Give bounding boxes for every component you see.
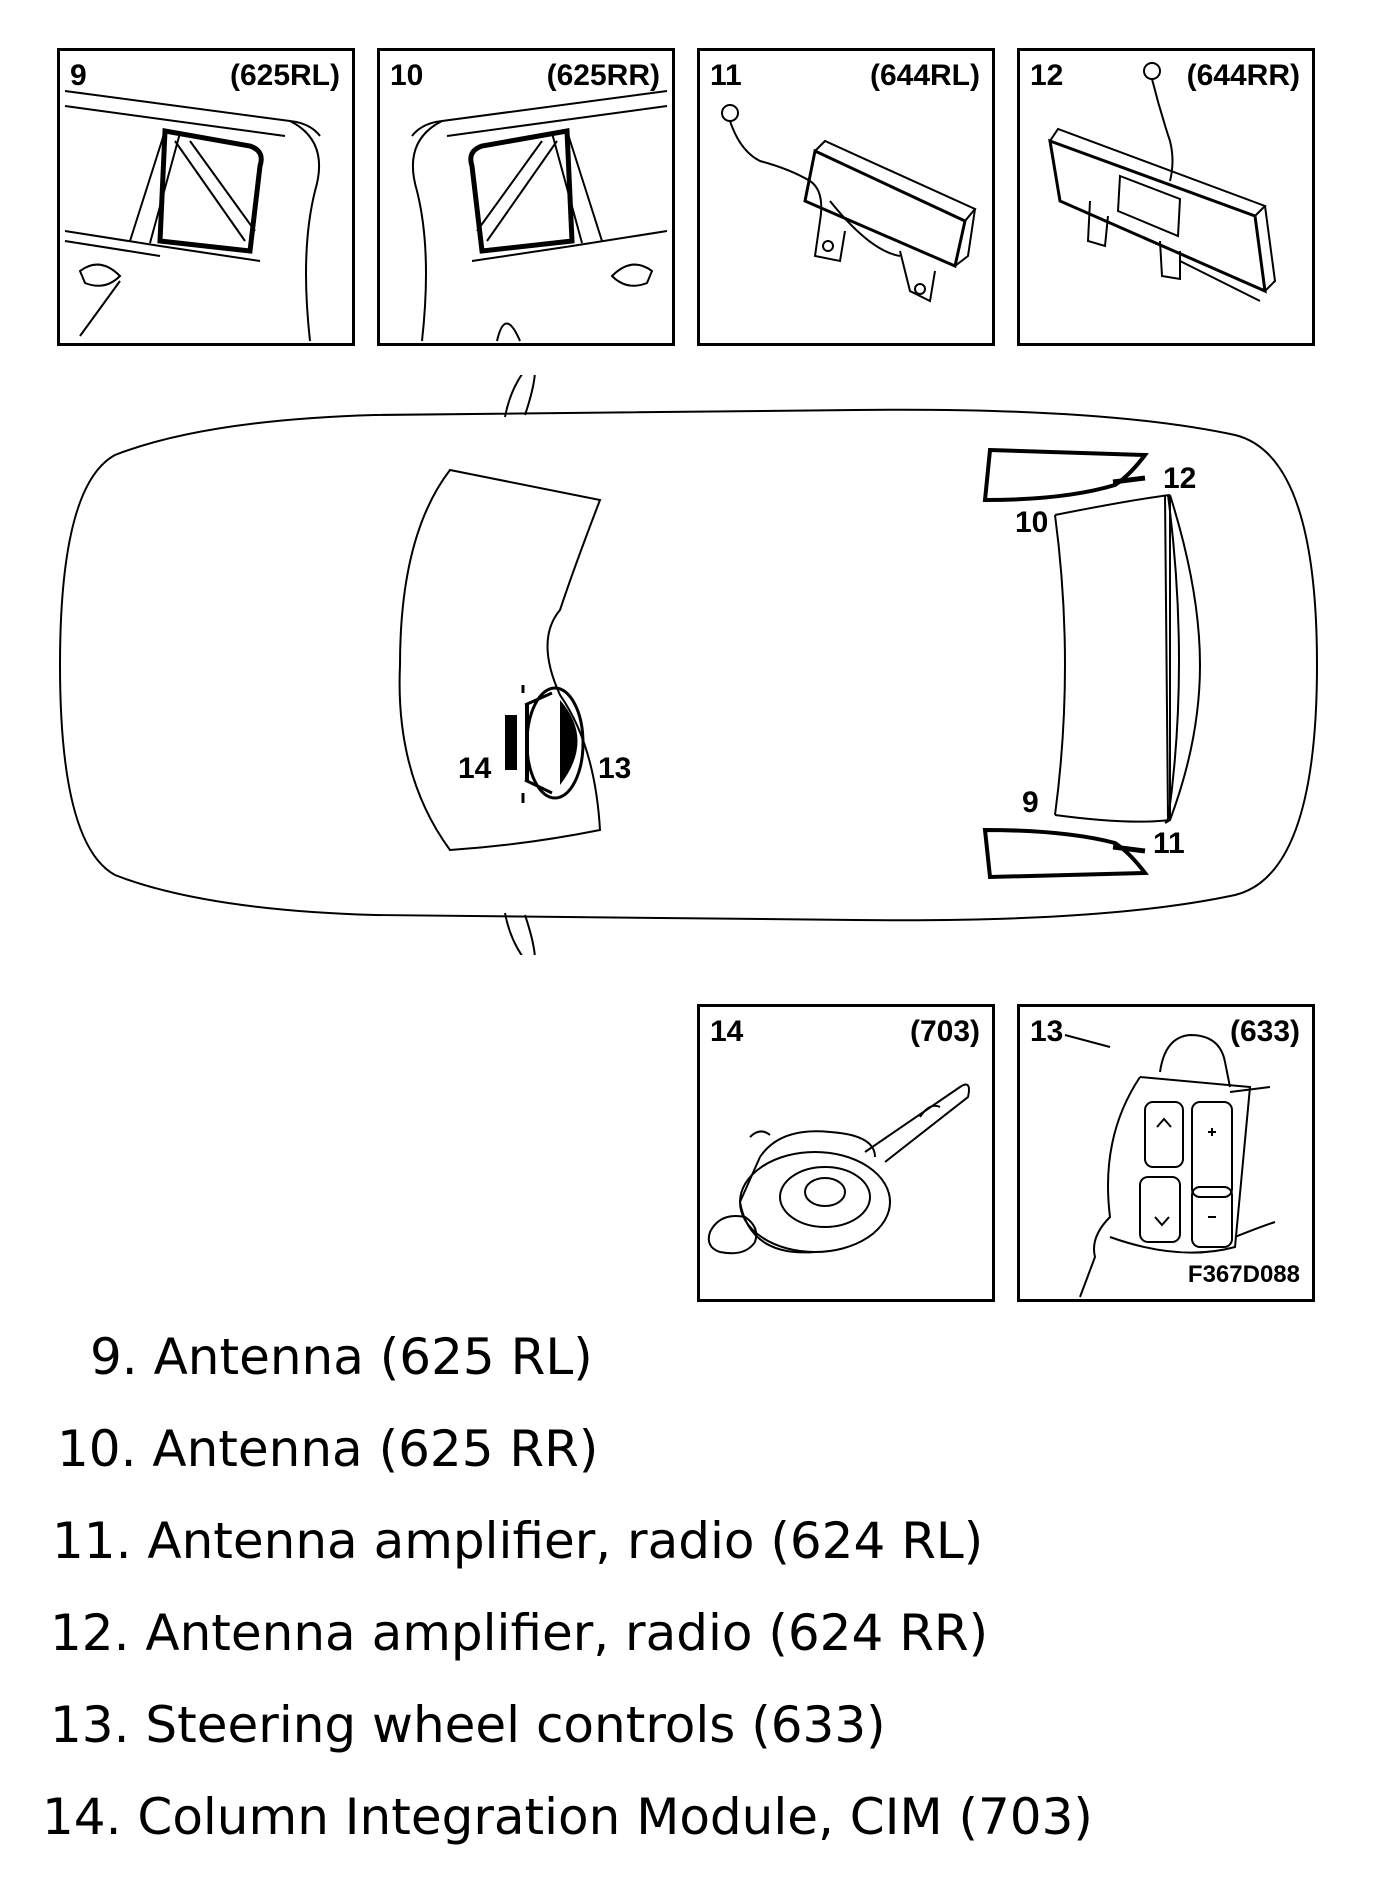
rear-left-window-illustration: [64, 90, 321, 342]
windshield: [398, 468, 602, 852]
detail-panel-14: 14 (703): [697, 1004, 995, 1302]
detail-panel-10: 10 (625RR): [377, 48, 675, 346]
left-mirror: [504, 375, 536, 418]
steering-wheel: [524, 686, 585, 800]
car-callout-10: 10: [1015, 506, 1049, 539]
detail-panel-9: 9 (625RL): [57, 48, 355, 346]
legend-item-12: 12. Antenna amplifier, radio (624 RR): [50, 1604, 989, 1662]
detail-panel-12: 12 (644RR): [1017, 48, 1315, 346]
legend-item-11: 11. Antenna amplifier, radio (624 RL): [52, 1512, 984, 1570]
panel-code: (625RL): [229, 59, 340, 92]
car-body-outline: [58, 408, 1319, 922]
detail-panel-11: 11 (644RL): [697, 48, 995, 346]
legend-item-9: 9. Antenna (625 RL): [90, 1328, 593, 1386]
car-callout-11: 11: [1153, 827, 1185, 860]
antenna-amplifier-rr-illustration: [1048, 62, 1277, 302]
car-callout-9: 9: [1022, 786, 1039, 819]
legend-item-10: 10. Antenna (625 RR): [57, 1420, 599, 1478]
cim-illustration: [707, 1083, 970, 1255]
panel-number: 13: [1030, 1015, 1064, 1048]
panel-number: 11: [710, 59, 742, 92]
panel-code: (644RR): [1186, 59, 1300, 92]
right-mirror: [504, 912, 536, 955]
legend-item-14: 14. Column Integration Module, CIM (703): [42, 1788, 1093, 1846]
cim-14-marker: [505, 715, 517, 770]
car-callout-14: 14: [458, 752, 492, 785]
steering-wheel-controls-illustration: [1064, 1033, 1276, 1298]
window-10: [982, 447, 1149, 503]
panel-number: 10: [390, 59, 424, 92]
detail-panel-13: 13 (633) F367D088: [1017, 1004, 1315, 1302]
legend-item-13: 13. Steering wheel controls (633): [50, 1696, 886, 1754]
panel-number: 9: [70, 59, 87, 92]
panel-code: (703): [909, 1015, 980, 1048]
panel-code: (625RR): [546, 59, 660, 92]
amplifier-12-marker: [1112, 475, 1146, 485]
amplifier-11-marker: [1112, 844, 1146, 854]
steering-wheel-controls-13: [560, 700, 578, 785]
figure-id: F367D088: [1187, 1261, 1300, 1288]
car-callout-12: 12: [1163, 462, 1197, 495]
rear-window: [1164, 494, 1202, 824]
panel-code: (633): [1229, 1015, 1300, 1048]
panel-number: 14: [710, 1015, 744, 1048]
car-top-view: [58, 375, 1319, 955]
antenna-amplifier-rl-illustration: [721, 104, 977, 303]
window-9: [982, 827, 1149, 880]
panel-code: (644RL): [869, 59, 980, 92]
rear-right-window-illustration: [411, 90, 668, 342]
car-callout-13: 13: [598, 752, 632, 785]
panel-number: 12: [1030, 59, 1064, 92]
